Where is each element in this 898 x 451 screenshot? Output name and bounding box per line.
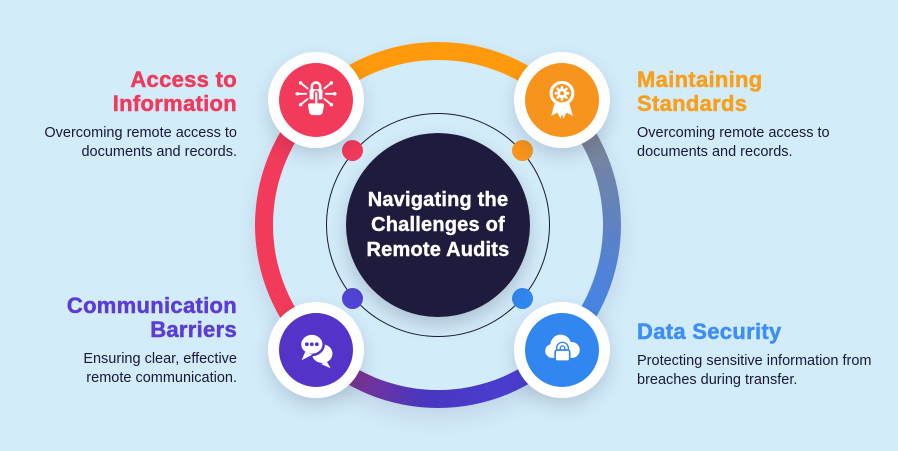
section-heading-maintaining-standards: Maintaining Standards — [637, 67, 763, 116]
infographic-title: Navigating the Challenges of Remote Audi… — [366, 188, 510, 261]
orbit-dot-access-information — [342, 140, 363, 161]
section-description-access-information: Overcoming remote access to documents an… — [44, 124, 237, 160]
badge-communication-barriers — [268, 302, 364, 398]
inner-orbit-circle — [326, 113, 550, 337]
section-description-data-security: Protecting sensitive information from br… — [637, 352, 872, 388]
orbit-dot-maintaining-standards — [512, 140, 533, 161]
orbit-dot-communication-barriers — [342, 288, 363, 309]
section-heading-access-information: Access to Information — [112, 67, 237, 116]
badge-maintaining-standards — [514, 52, 610, 148]
badge-data-security-inner — [525, 313, 599, 387]
badge-maintaining-standards-inner — [525, 63, 599, 137]
badge-access-information-inner — [279, 63, 353, 137]
section-heading-communication-barriers: Communication Barriers — [66, 293, 237, 342]
section-data-security: Data Security Protecting sensitive infor… — [637, 319, 898, 390]
section-maintaining-standards: Maintaining Standards Overcoming remote … — [637, 67, 898, 162]
tap-access-lock-icon — [295, 81, 337, 116]
section-heading-data-security: Data Security — [637, 319, 782, 344]
section-communication-barriers: Communication Barriers Ensuring clear, e… — [0, 293, 237, 388]
badge-access-information — [268, 52, 364, 148]
award-badge-icon — [549, 80, 575, 119]
chat-bubbles-icon — [298, 332, 333, 369]
orbit-dot-data-security — [512, 288, 533, 309]
section-access-information: Access to Information Overcoming remote … — [0, 67, 237, 162]
badge-data-security — [514, 302, 610, 398]
badge-communication-barriers-inner — [279, 313, 353, 387]
center-circle: Navigating the Challenges of Remote Audi… — [346, 133, 530, 317]
section-description-maintaining-standards: Overcoming remote access to documents an… — [637, 124, 830, 160]
cloud-lock-icon — [545, 334, 580, 363]
section-description-communication-barriers: Ensuring clear, effective remote communi… — [83, 350, 237, 386]
